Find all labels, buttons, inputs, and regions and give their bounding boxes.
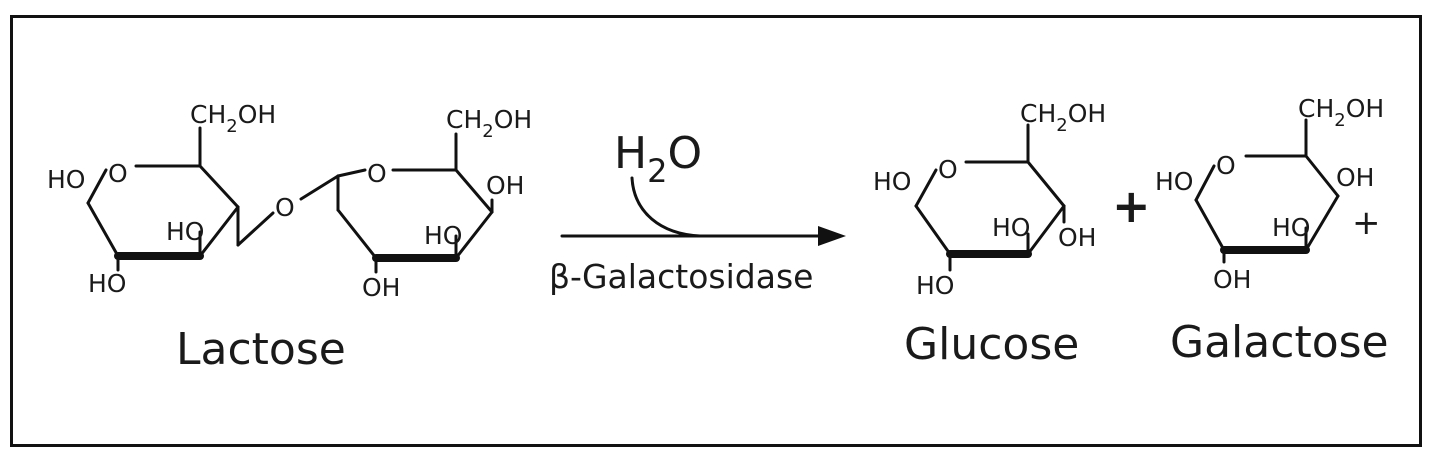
- galactose-label: Galactose: [1170, 317, 1389, 368]
- lactose-ho-label: HO: [166, 217, 204, 246]
- galactose-ch2oh-label: CH2OH: [1298, 94, 1384, 131]
- ch2oh-subscript: 2: [1334, 110, 1345, 131]
- ch2oh-suffix: OH: [494, 105, 532, 134]
- ch2oh-suffix: OH: [1068, 99, 1106, 128]
- water-label: H2O: [614, 128, 702, 190]
- glucose-ho-label: HO: [992, 213, 1030, 242]
- glucose-ch2oh-label: CH2OH: [1020, 99, 1106, 136]
- lactose-ho-label: HO: [424, 221, 462, 250]
- lactose-oh-label: OH: [486, 171, 524, 200]
- ch2oh-prefix: CH: [1020, 99, 1056, 128]
- ch2oh-subscript: 2: [226, 116, 237, 137]
- ch2oh-subscript: 2: [1056, 115, 1067, 136]
- galactose-ho-label: HO: [1272, 213, 1310, 242]
- galactose-structure: [1194, 118, 1340, 264]
- ch2oh-prefix: CH: [1298, 94, 1334, 123]
- glucose-oxygen-label: O: [938, 155, 958, 184]
- lactose-oh-label: OH: [362, 273, 400, 302]
- ch2oh-prefix: CH: [446, 105, 482, 134]
- lactose-ring2-oxygen-label: O: [367, 159, 387, 188]
- plus-sign: +: [1112, 179, 1151, 233]
- glycosidic-bond: [236, 174, 340, 247]
- water-o: O: [667, 128, 702, 179]
- charge-sign: +: [1352, 203, 1381, 243]
- glucose-ho-label: HO: [916, 271, 954, 300]
- lactose-galactose-ring: [86, 126, 240, 272]
- glycosidic-oxygen-label: O: [275, 193, 295, 222]
- water-subscript: 2: [647, 152, 667, 190]
- lactose-ho-label: HO: [88, 269, 126, 298]
- diagram-frame: [10, 15, 1422, 447]
- ch2oh-subscript: 2: [482, 121, 493, 142]
- lactose-structure: O HO HO HO CH2OH O O OH HO OH CH2OH: [47, 100, 532, 302]
- enzyme-label: β-Galactosidase: [549, 257, 813, 296]
- lactose-ring1-oxygen-label: O: [108, 159, 128, 188]
- ch2oh-prefix: CH: [190, 100, 226, 129]
- lactose-ch2oh-label: CH2OH: [190, 100, 276, 137]
- water-h: H: [614, 128, 647, 179]
- glucose-ho-label: HO: [873, 167, 911, 196]
- glucose-structure: [914, 123, 1066, 272]
- lactose-ch2oh-label: CH2OH: [446, 105, 532, 142]
- lactose-glucose-ring: [336, 132, 494, 274]
- galactose-ho-label: HO: [1155, 167, 1193, 196]
- ch2oh-suffix: OH: [238, 100, 276, 129]
- galactose-oxygen-label: O: [1216, 151, 1236, 180]
- galactose-oh-label: OH: [1336, 163, 1374, 192]
- ch2oh-suffix: OH: [1346, 94, 1384, 123]
- lactose-label: Lactose: [176, 324, 346, 375]
- arrow-head-icon: [818, 226, 846, 246]
- glucose-oh-label: OH: [1058, 223, 1096, 252]
- lactose-ho-label: HO: [47, 165, 85, 194]
- reaction-arrow: [560, 176, 846, 246]
- water-curve-icon: [630, 176, 702, 238]
- galactose-oh-label: OH: [1213, 265, 1251, 294]
- glucose-label: Glucose: [904, 319, 1079, 370]
